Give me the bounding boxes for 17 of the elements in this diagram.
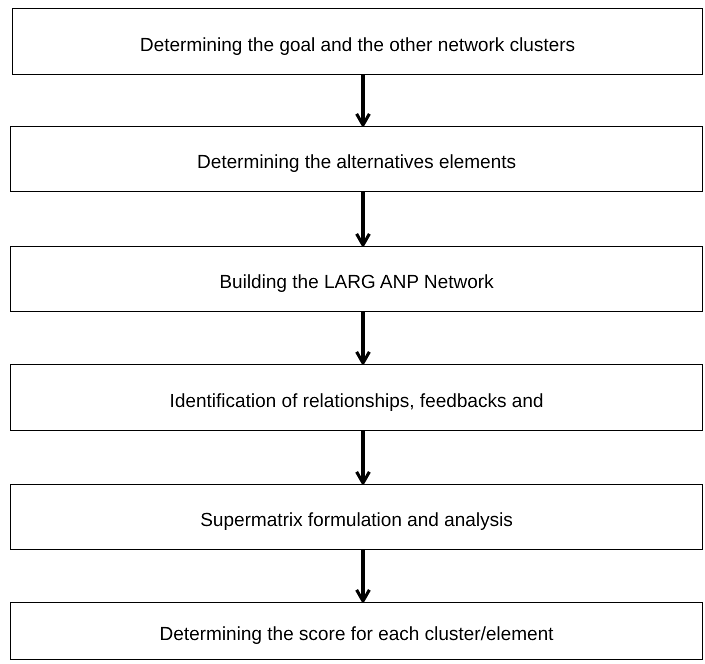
process-box (10, 364, 703, 431)
step-text: Determining the alternatives elements (197, 151, 516, 175)
process-box (10, 246, 703, 312)
process-box (10, 126, 703, 192)
process-box (10, 484, 703, 550)
step-text: Determining the score for each cluster/element (160, 623, 554, 647)
step-text: Determining the goal and the other network clusters (140, 34, 576, 58)
arrow (355, 550, 371, 603)
step-text: Building the LARG ANP Network (219, 271, 494, 295)
process-box (12, 8, 703, 75)
arrow (355, 75, 371, 127)
arrow (355, 431, 371, 485)
step-text: Supermatrix formulation and analysis (200, 509, 513, 533)
process-box (10, 602, 703, 660)
arrow (355, 192, 371, 247)
arrow (355, 312, 371, 365)
step-text: Identification of relationships, feedbacks and (170, 390, 544, 414)
